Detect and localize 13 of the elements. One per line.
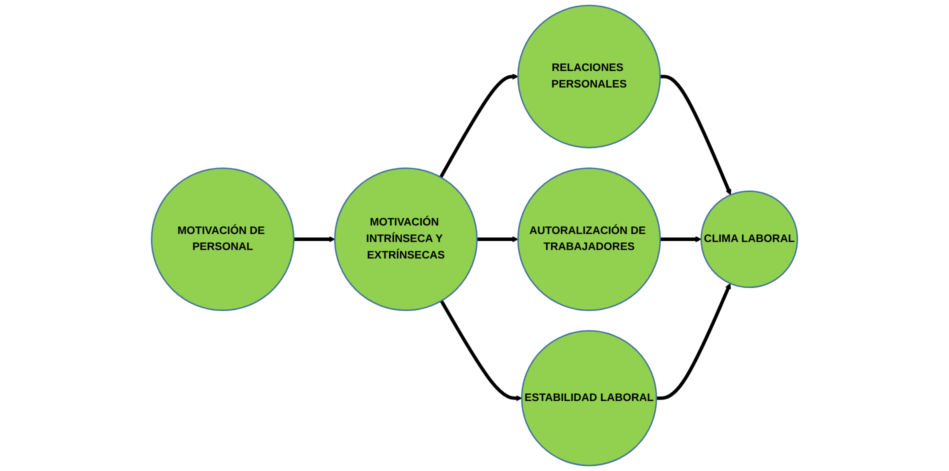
arrow [656,283,731,400]
node-circle: MOTIVACIÓN INTRÍNSECA Y EXTRÍNSECAS [334,167,478,312]
node-circle: CLIMA LABORAL [700,190,798,288]
node-circle: ESTABILIDAD LABORAL [521,330,658,466]
node-circle: AUTORALIZACIÓN DE TRABAJADORES [517,167,661,312]
arrow [440,300,522,402]
arrow [660,236,702,242]
arrow [660,74,732,196]
arrow [294,236,336,242]
node-circle: RELACIONES PERSONALES [517,4,661,148]
arrow [477,236,518,242]
arrow [439,74,518,178]
node-circle: MOTIVACIÓN DE PERSONAL [150,167,294,312]
